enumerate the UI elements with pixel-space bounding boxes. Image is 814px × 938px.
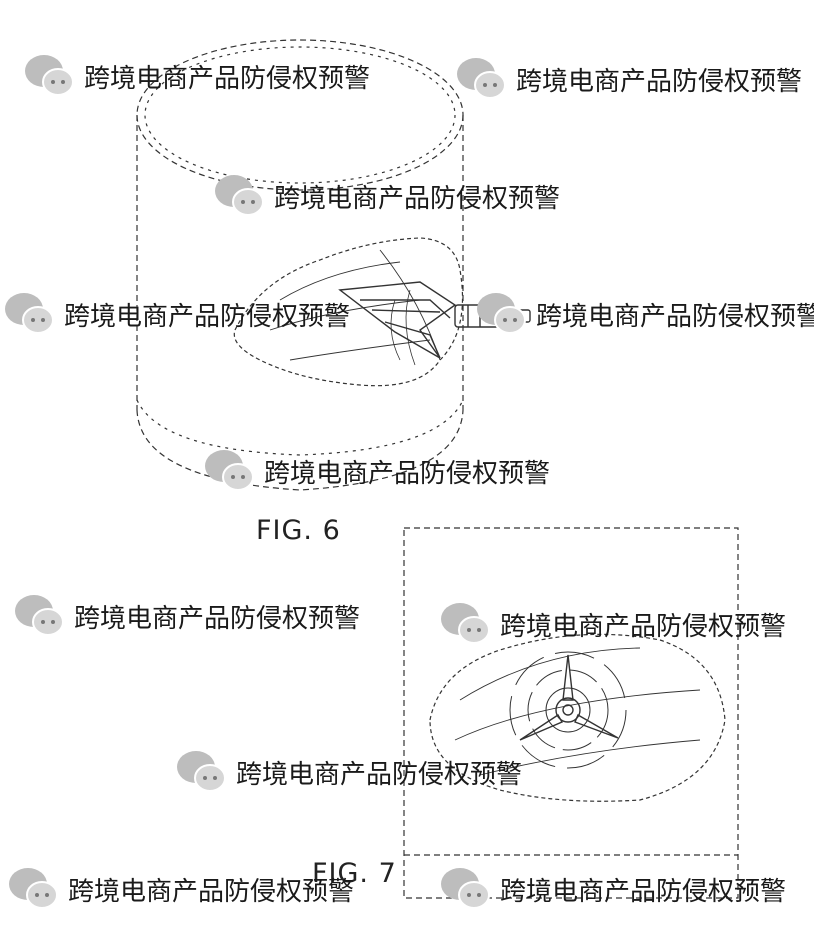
wechat-icon <box>441 868 490 909</box>
watermark: 跨境电商产品防侵权预警 <box>476 290 814 338</box>
fig7-frame <box>403 527 739 899</box>
wechat-icon <box>215 175 264 216</box>
fig7-rings <box>509 651 627 769</box>
watermark: 跨境电商产品防侵权预警 <box>8 865 354 913</box>
watermark-text: 跨境电商产品防侵权预警 <box>516 66 803 97</box>
watermark-text: 跨境电商产品防侵权预警 <box>274 183 561 214</box>
wechat-icon <box>441 603 490 644</box>
watermark-text: 跨境电商产品防侵权预警 <box>68 876 355 907</box>
fig7-blades <box>519 654 619 741</box>
watermark: 跨境电商产品防侵权预警 <box>14 592 360 640</box>
watermark: 跨境电商产品防侵权预警 <box>24 52 370 100</box>
watermark: 跨境电商产品防侵权预警 <box>214 172 560 220</box>
watermark: 跨境电商产品防侵权预警 <box>440 865 786 913</box>
watermark-text: 跨境电商产品防侵权预警 <box>500 876 787 907</box>
watermark: 跨境电商产品防侵权预警 <box>176 748 522 796</box>
watermark: 跨境电商产品防侵权预警 <box>4 290 350 338</box>
fig7-surface <box>429 633 726 802</box>
wechat-icon <box>15 595 64 636</box>
fig6-cylinder <box>136 39 464 491</box>
wechat-icon <box>9 868 58 909</box>
watermark: 跨境电商产品防侵权预警 <box>204 447 550 495</box>
wechat-icon <box>5 293 54 334</box>
wechat-icon <box>477 293 526 334</box>
watermark-text: 跨境电商产品防侵权预警 <box>536 301 814 332</box>
watermark-text: 跨境电商产品防侵权预警 <box>264 458 551 489</box>
watermark: 跨境电商产品防侵权预警 <box>440 600 786 648</box>
watermark-text: 跨境电商产品防侵权预警 <box>500 611 787 642</box>
wechat-icon <box>25 55 74 96</box>
wechat-icon <box>177 751 226 792</box>
fig6-surface <box>233 237 464 387</box>
fig7-surface-lines <box>454 647 701 776</box>
wechat-icon <box>457 58 506 99</box>
fig7-caption: FIG. 7 <box>312 858 397 889</box>
watermark: 跨境电商产品防侵权预警 <box>456 55 802 103</box>
watermark-text: 跨境电商产品防侵权预警 <box>64 301 351 332</box>
wechat-icon <box>205 450 254 491</box>
fig6-caption: FIG. 6 <box>256 515 341 546</box>
watermark-text: 跨境电商产品防侵权预警 <box>74 603 361 634</box>
watermark-text: 跨境电商产品防侵权预警 <box>84 63 371 94</box>
watermark-text: 跨境电商产品防侵权预警 <box>236 759 523 790</box>
